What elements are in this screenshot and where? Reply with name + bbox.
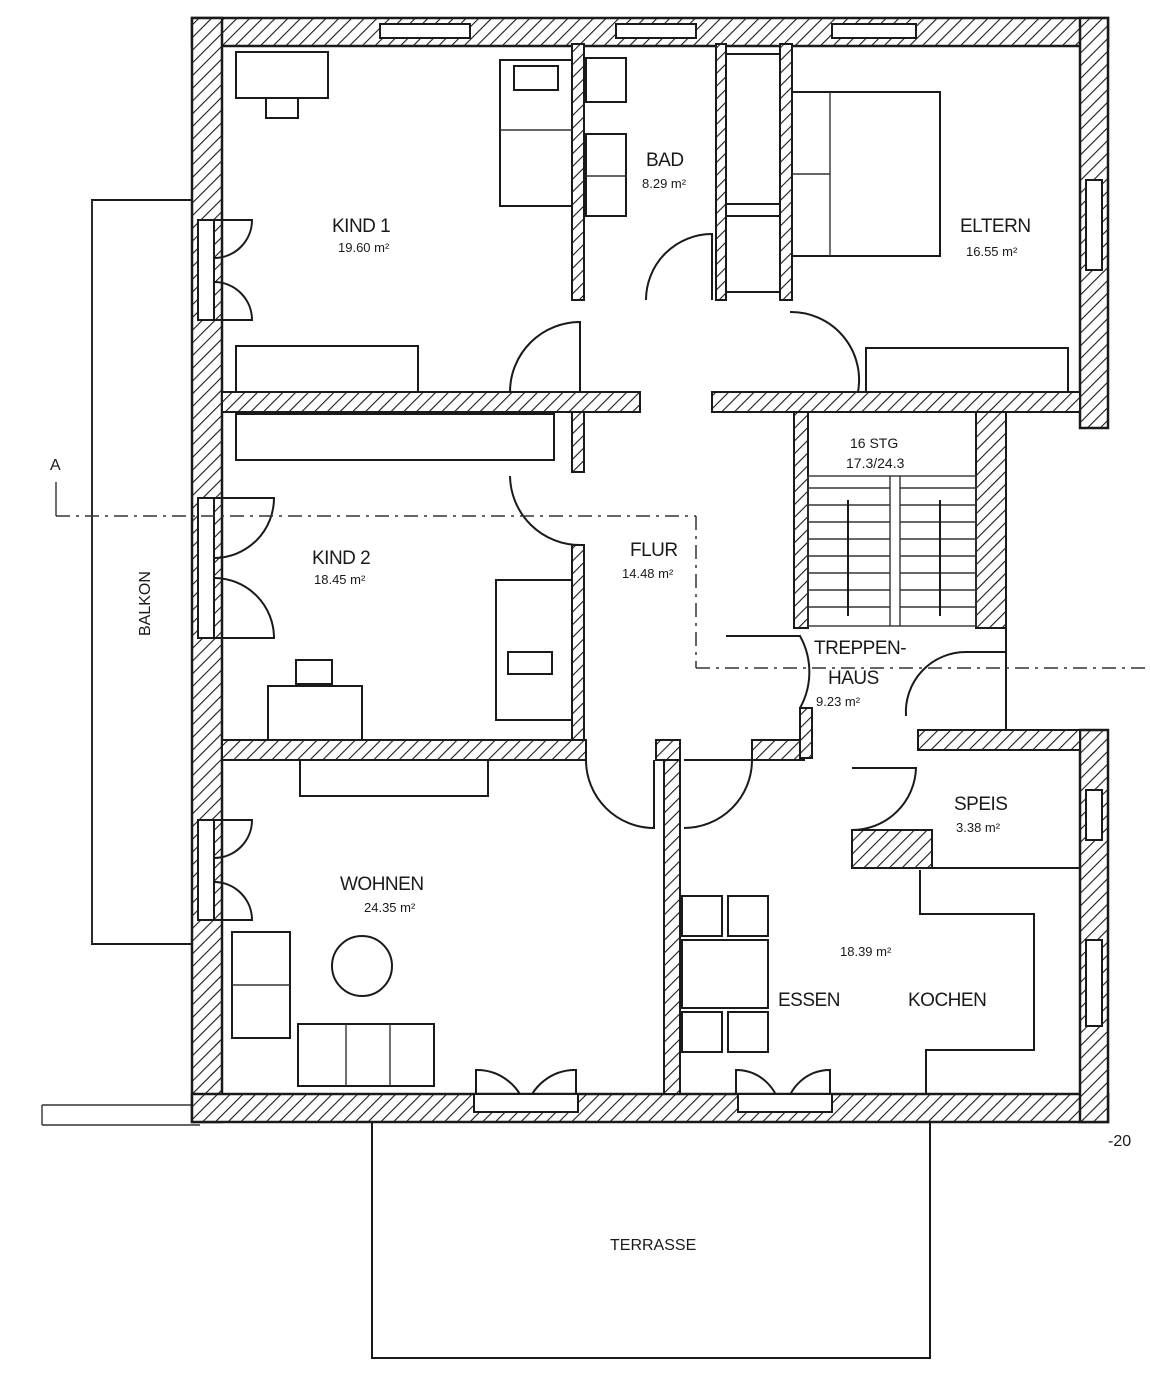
speis-name: SPEIS bbox=[954, 794, 1007, 815]
windows bbox=[197, 23, 1103, 1027]
wohnen-area: 24.35 m² bbox=[364, 900, 416, 915]
treppenhaus-name-2: HAUS bbox=[828, 668, 879, 689]
eltern-name: ELTERN bbox=[960, 216, 1031, 237]
doors bbox=[213, 219, 1006, 1113]
kind1-name: KIND 1 bbox=[332, 216, 390, 237]
speis-area: 3.38 m² bbox=[956, 820, 1001, 835]
section-marker: A bbox=[50, 457, 61, 474]
kochen-label: KOCHEN bbox=[908, 990, 986, 1011]
essen-label: ESSEN bbox=[778, 990, 840, 1011]
terrace-label: TERRASSE bbox=[610, 1237, 696, 1254]
interior-walls bbox=[221, 43, 1081, 1095]
eltern-area: 16.55 m² bbox=[966, 244, 1018, 259]
balcony-label: BALKON bbox=[137, 571, 154, 636]
kind2-area: 18.45 m² bbox=[314, 572, 366, 587]
flur-name: FLUR bbox=[630, 540, 678, 561]
essen-kochen-area: 18.39 m² bbox=[840, 944, 892, 959]
kind1-area: 19.60 m² bbox=[338, 240, 390, 255]
outer-walls bbox=[190, 16, 1110, 1124]
furniture bbox=[231, 51, 1069, 1094]
kind2-name: KIND 2 bbox=[312, 548, 370, 569]
stair-ratio-label: 17.3/24.3 bbox=[846, 455, 905, 471]
staircase bbox=[807, 475, 977, 627]
terrace bbox=[41, 1104, 931, 1359]
flur-area: 14.48 m² bbox=[622, 566, 674, 581]
level-marker: -20 bbox=[1108, 1133, 1131, 1150]
wohnen-name: WOHNEN bbox=[340, 874, 424, 895]
bad-area: 8.29 m² bbox=[642, 176, 687, 191]
bad-name: BAD bbox=[646, 150, 684, 171]
section-line bbox=[55, 482, 1150, 669]
treppenhaus-area: 9.23 m² bbox=[816, 694, 861, 709]
stair-steps-label: 16 STG bbox=[850, 435, 898, 451]
balcony bbox=[91, 199, 192, 945]
room-labels: KIND 1 19.60 m² BAD 8.29 m² ELTERN 16.55… bbox=[50, 150, 1131, 1254]
treppenhaus-name-1: TREPPEN- bbox=[814, 638, 906, 659]
